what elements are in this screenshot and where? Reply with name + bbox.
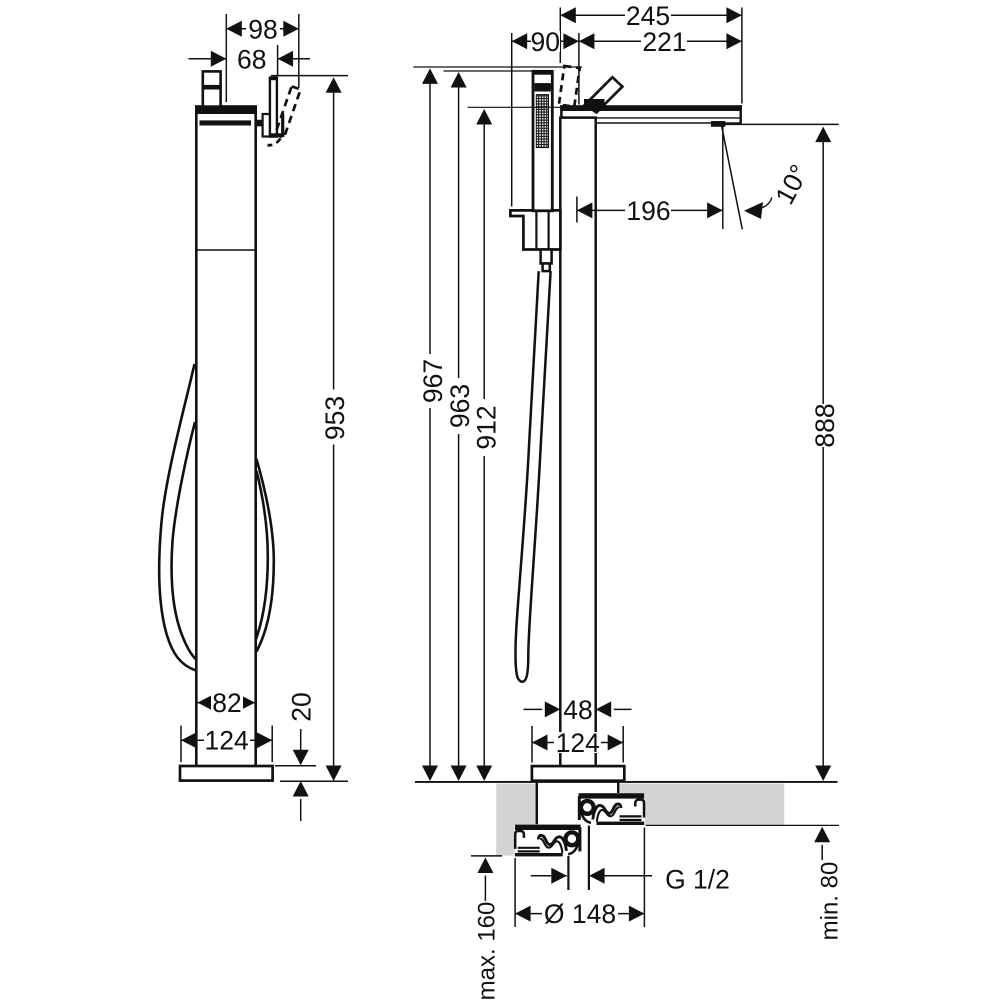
svg-text:912: 912 <box>471 405 501 449</box>
svg-text:196: 196 <box>626 196 670 226</box>
svg-text:963: 963 <box>445 384 475 428</box>
svg-text:245: 245 <box>626 1 670 31</box>
svg-text:221: 221 <box>642 27 686 57</box>
svg-text:967: 967 <box>418 359 448 403</box>
svg-text:Ø 148: Ø 148 <box>544 899 616 929</box>
svg-text:90: 90 <box>531 27 560 57</box>
svg-text:124: 124 <box>204 726 248 756</box>
svg-text:max. 160: max. 160 <box>474 902 501 1000</box>
svg-text:888: 888 <box>810 403 840 447</box>
svg-text:G 1/2: G 1/2 <box>665 865 730 895</box>
svg-text:48: 48 <box>563 695 592 725</box>
svg-text:20: 20 <box>287 692 317 721</box>
svg-text:82: 82 <box>212 688 241 718</box>
svg-text:98: 98 <box>248 15 277 45</box>
svg-text:953: 953 <box>320 396 350 440</box>
svg-text:124: 124 <box>556 728 600 758</box>
svg-text:68: 68 <box>237 45 266 75</box>
svg-text:min. 80: min. 80 <box>817 862 844 941</box>
